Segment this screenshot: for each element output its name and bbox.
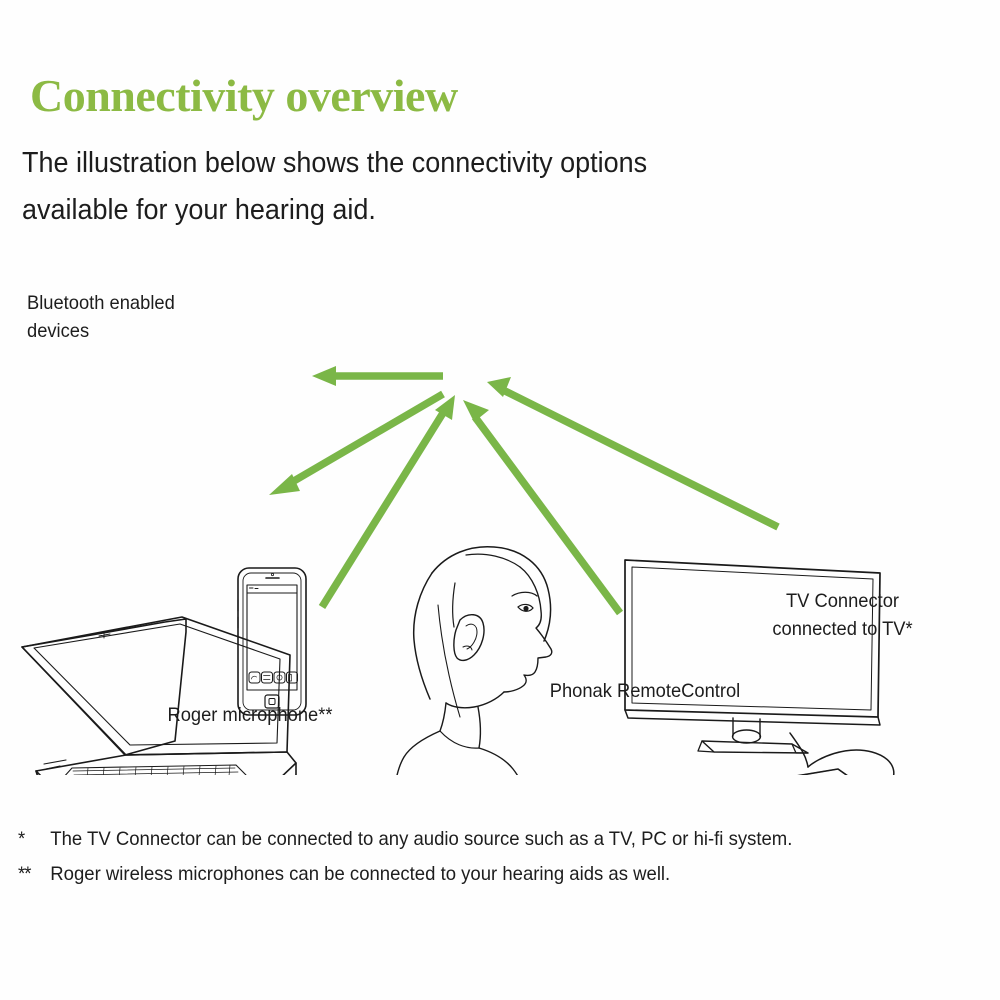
arrow-from-remote-control	[463, 400, 624, 616]
label-roger-microphone: Roger microphone**	[114, 702, 387, 730]
footnote-marker-1: *	[18, 828, 26, 850]
label-tv-connector-line-1: TV Connector	[785, 590, 900, 612]
laptop-icon	[21, 616, 297, 775]
person-head-icon	[396, 545, 553, 775]
footnote-text-2: Roger wireless microphones can be connec…	[50, 862, 671, 885]
intro-line-1: The illustration below shows the connect…	[22, 147, 648, 179]
arrow-from-tv-connector	[487, 377, 780, 531]
intro-line-2: available for your hearing aid.	[22, 193, 376, 226]
intro-paragraph: The illustration below shows the connect…	[22, 140, 840, 234]
label-phonak-remote-control: Phonak RemoteControl	[509, 678, 782, 706]
smartphone-icon	[237, 567, 307, 716]
label-roger-microphone-line-1: Roger microphone**	[167, 704, 333, 726]
footnote-marker-2: **	[18, 862, 31, 885]
label-bluetooth-line-1: Bluetooth enabled	[27, 292, 175, 314]
footnote-text-1: The TV Connector can be connected to any…	[50, 828, 793, 850]
footnote-single-asterisk: * The TV Connector can be connected to a…	[18, 822, 873, 857]
label-bluetooth-enabled-devices: Bluetooth enabled devices	[27, 290, 234, 345]
label-remote-control-line-1: Phonak RemoteControl	[549, 680, 741, 702]
label-tv-connector: TV Connector connected to TV*	[741, 588, 943, 643]
tv-connector-icon	[797, 749, 895, 775]
arrow-to-laptop	[269, 390, 445, 495]
label-bluetooth-line-2: devices	[27, 319, 90, 342]
label-tv-connector-line-2: connected to TV*	[772, 617, 913, 640]
arrow-from-roger-microphone	[318, 395, 455, 609]
footnote-double-asterisk: ** Roger wireless microphones can be con…	[18, 857, 873, 892]
arrow-to-smartphone	[312, 366, 443, 386]
page-title: Connectivity overview	[30, 69, 458, 121]
connection-arrows	[269, 366, 780, 616]
tv-icon	[624, 559, 881, 768]
smartphone-dock-icons	[248, 671, 298, 684]
connectivity-diagram	[0, 255, 1000, 775]
footnotes: * The TV Connector can be connected to a…	[18, 822, 873, 891]
